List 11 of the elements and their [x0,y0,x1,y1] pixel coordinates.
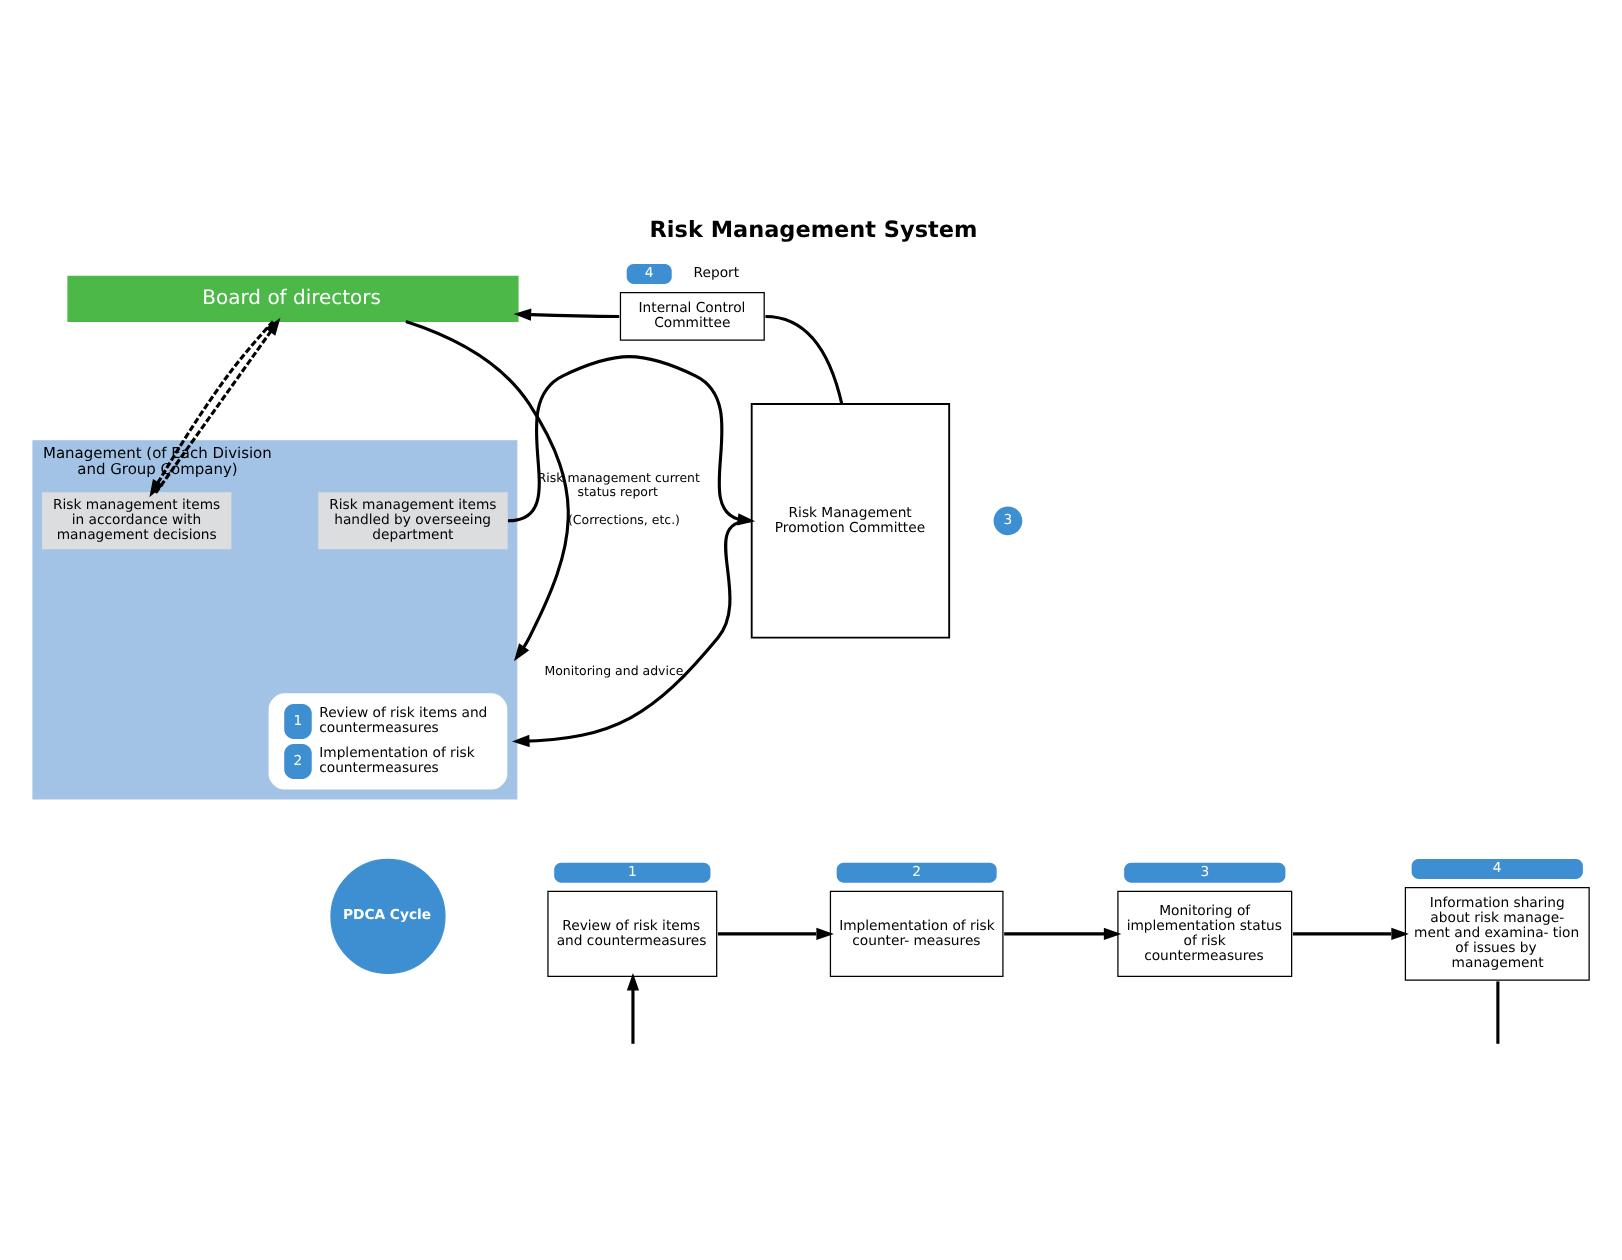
arrow [1003,927,1121,941]
arrow [511,519,750,748]
connector [1495,981,1499,1044]
diagram-title: Risk Management System [648,216,977,243]
arrow [1291,927,1408,941]
arrow [404,320,569,662]
connector [764,314,843,405]
arrow [625,972,639,1044]
node-box: Board of directors [66,275,518,323]
arrow [716,927,833,941]
arrow [512,308,619,321]
